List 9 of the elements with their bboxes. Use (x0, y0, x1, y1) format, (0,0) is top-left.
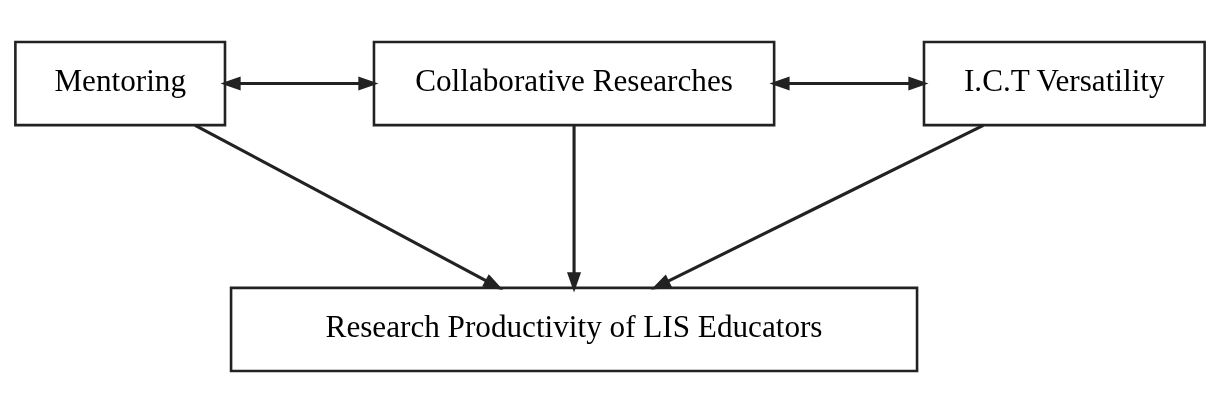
arrow (567, 124, 582, 292)
node-box: Research Productivity of LIS Educators (229, 286, 919, 372)
node-box: Collaborative Researches (372, 40, 776, 126)
arrow (220, 75, 379, 91)
arrow (650, 123, 985, 290)
arrow (769, 75, 929, 91)
node-box: I.C.T Versatility (922, 40, 1206, 126)
arrow (194, 123, 504, 290)
node-box: Mentoring (14, 40, 227, 126)
